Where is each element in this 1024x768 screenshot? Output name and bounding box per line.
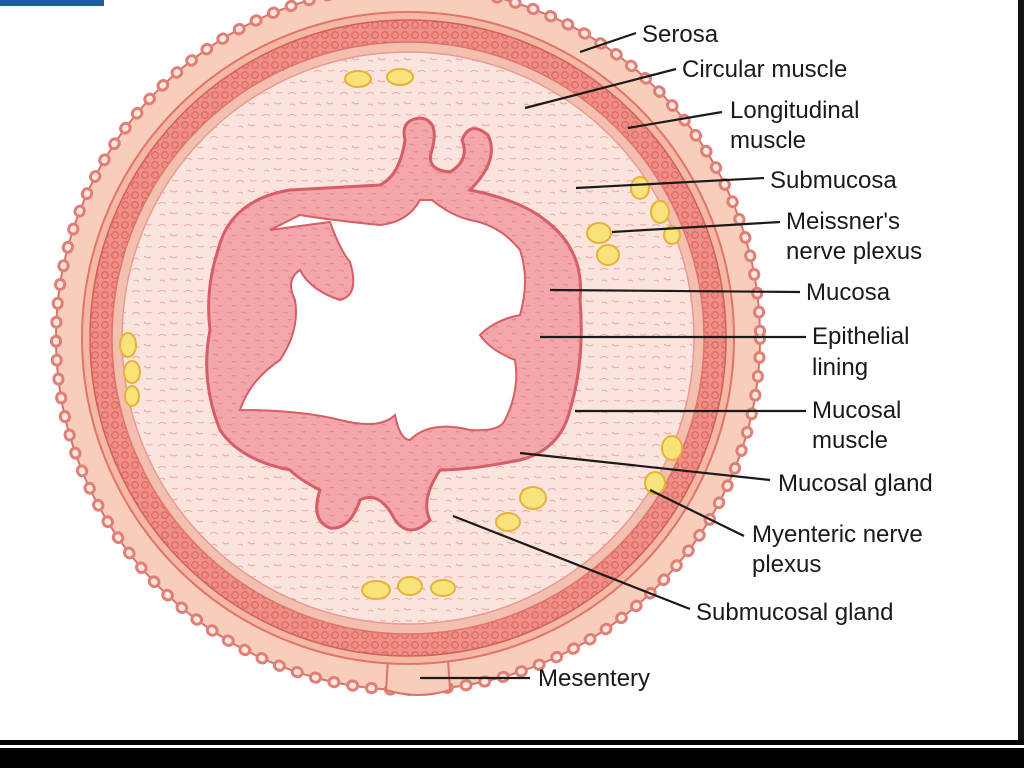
label-epithelial-line1: Epithelial bbox=[812, 323, 909, 350]
leader-lines bbox=[420, 31, 806, 680]
corner-tab bbox=[0, 0, 104, 6]
intestine-cross-section-svg: Serosa Circular muscle Longitudinal musc… bbox=[50, 0, 933, 696]
label-mesentery: Mesentery bbox=[538, 665, 650, 692]
bottom-bar bbox=[0, 740, 1024, 768]
label-epithelial-line2: lining bbox=[812, 354, 868, 381]
label-serosa: Serosa bbox=[642, 21, 719, 48]
lumen bbox=[238, 199, 526, 442]
mesentery-stalk bbox=[384, 659, 452, 696]
label-longitudinal-muscle-line1: Longitudinal bbox=[730, 97, 859, 124]
label-submucosal-gland: Submucosal gland bbox=[696, 599, 893, 626]
label-longitudinal-muscle-line2: muscle bbox=[730, 127, 806, 154]
label-myenteric-line2: plexus bbox=[752, 551, 821, 578]
label-mucosal-muscle-line2: muscle bbox=[812, 427, 888, 454]
label-mucosal-muscle-line1: Mucosal bbox=[812, 397, 901, 424]
bottom-divider bbox=[0, 745, 1024, 748]
label-circular-muscle: Circular muscle bbox=[682, 56, 847, 83]
label-meissner-line2: nerve plexus bbox=[786, 238, 922, 265]
label-meissner-line1: Meissner's bbox=[786, 208, 900, 235]
right-frame-edge bbox=[1018, 0, 1024, 740]
label-mucosa: Mucosa bbox=[806, 279, 891, 306]
label-myenteric-line1: Myenteric nerve bbox=[752, 521, 923, 548]
nerve-plexus-clusters bbox=[119, 68, 683, 600]
label-submucosa: Submucosa bbox=[770, 167, 897, 194]
label-mucosal-gland: Mucosal gland bbox=[778, 470, 933, 497]
